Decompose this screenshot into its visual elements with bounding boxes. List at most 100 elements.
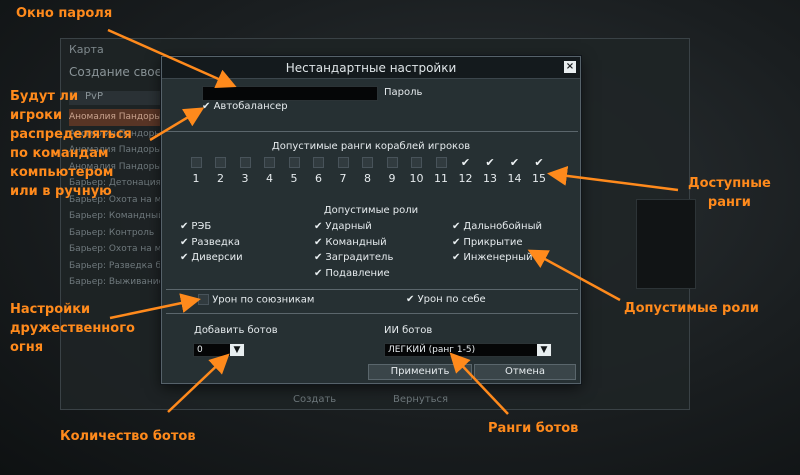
- divider: [166, 131, 578, 132]
- role-checkbox[interactable]: ✔РЭБ: [180, 221, 211, 232]
- rank-number: 9: [388, 172, 396, 185]
- cancel-button[interactable]: Отмена: [474, 364, 576, 380]
- check-icon: ✔: [406, 294, 415, 305]
- role-checkbox[interactable]: ✔Командный: [314, 237, 387, 248]
- arrow-ranks: [547, 165, 679, 192]
- rank-1[interactable]: 1: [188, 157, 204, 185]
- rank-12[interactable]: ✔12: [458, 157, 474, 185]
- checkbox-empty-icon: [337, 157, 349, 168]
- check-icon: ✔: [180, 252, 189, 263]
- role-checkbox[interactable]: ✔Заградитель: [314, 252, 393, 263]
- checkbox-empty-icon: [386, 157, 398, 168]
- list-item[interactable]: Барьер: Охота на маяк: [69, 194, 169, 205]
- role-checkbox[interactable]: ✔Подавление: [314, 268, 390, 279]
- autobalance-label: Автобаланcер: [213, 101, 288, 112]
- map-list: Аномалия Пандоры Аномалия Пандоры Аномал…: [69, 109, 169, 291]
- role-checkbox[interactable]: ✔Разведка: [180, 237, 240, 248]
- rank-10[interactable]: 10: [409, 157, 425, 185]
- roles-title: Допустимые роли: [323, 205, 419, 216]
- map-preview: [636, 199, 696, 289]
- list-item[interactable]: Аномалия Пандоры: [69, 161, 162, 172]
- check-icon: ✔: [452, 236, 461, 248]
- rank-number: 5: [290, 172, 298, 185]
- arrow-password: [107, 28, 237, 89]
- annotation-password: Окно пароля: [16, 6, 113, 21]
- rank-number: 11: [434, 172, 448, 185]
- rank-8[interactable]: 8: [360, 157, 376, 185]
- rank-number: 3: [241, 172, 249, 185]
- check-icon: ✔: [314, 267, 323, 279]
- rank-2[interactable]: 2: [213, 157, 229, 185]
- check-icon: ✔: [202, 101, 211, 112]
- apply-button[interactable]: Применить: [368, 364, 472, 380]
- return-button[interactable]: Вернуться: [393, 394, 449, 405]
- role-label: Диверсии: [191, 252, 243, 263]
- background-title: Карта: [69, 43, 104, 56]
- pvp-tab[interactable]: PvP: [69, 91, 169, 105]
- rank-7[interactable]: 7: [335, 157, 351, 185]
- rank-number: 8: [364, 172, 371, 185]
- checkbox-empty-icon: [239, 157, 251, 168]
- arrow-autobalance: [149, 107, 205, 142]
- rank-3[interactable]: 3: [237, 157, 253, 185]
- list-item[interactable]: Барьер: Детонация: [69, 178, 161, 188]
- rank-5[interactable]: 5: [286, 157, 302, 185]
- check-icon: ✔: [534, 156, 544, 169]
- rank-number: 4: [266, 172, 273, 185]
- role-checkbox[interactable]: ✔Инженерный: [452, 252, 533, 263]
- rank-15[interactable]: ✔15: [531, 157, 547, 185]
- rank-11[interactable]: 11: [433, 157, 449, 185]
- role-label: Подавление: [325, 267, 390, 279]
- annotation-bot-count: Количество ботов: [60, 429, 196, 444]
- list-item[interactable]: Барьер: Выживание: [69, 277, 165, 287]
- role-label: Прикрытие: [463, 236, 523, 248]
- role-checkbox[interactable]: ✔Дальнобойный: [452, 221, 542, 232]
- list-item[interactable]: Барьер: Разведка боем: [69, 260, 169, 271]
- role-label: РЭБ: [191, 221, 212, 232]
- password-input[interactable]: [202, 86, 378, 101]
- chevron-down-icon[interactable]: ▼: [230, 344, 244, 356]
- ai-bots-value: ЛЕГКИЙ (ранг 1-5): [388, 345, 476, 355]
- bot-count-select[interactable]: 0 ▼: [193, 343, 245, 357]
- create-button[interactable]: Создать: [293, 394, 337, 405]
- close-icon[interactable]: ×: [564, 61, 576, 73]
- check-icon: ✔: [452, 252, 461, 263]
- list-item[interactable]: Аномалия Пандоры: [69, 109, 169, 126]
- rank-13[interactable]: ✔13: [482, 157, 498, 185]
- self-damage-label: Урон по себе: [417, 294, 486, 305]
- annotation-roles: Допустимые роли: [624, 301, 759, 316]
- checkbox-empty-icon: [215, 157, 226, 168]
- arrow-friendly-fire: [109, 293, 201, 320]
- rank-9[interactable]: 9: [384, 157, 400, 185]
- rank-14[interactable]: ✔14: [507, 157, 523, 185]
- list-item[interactable]: Барьер: Командный бой: [69, 211, 169, 221]
- custom-settings-dialog: Нестандартные настройки × Пароль ✔ Автоб…: [161, 56, 581, 384]
- add-bots-label: Добавить ботов: [194, 325, 278, 336]
- role-checkbox[interactable]: ✔Прикрытие: [452, 237, 523, 248]
- list-item[interactable]: Аномалия Пандоры: [69, 128, 162, 139]
- list-item[interactable]: Барьер: Контроль: [69, 227, 155, 238]
- role-checkbox[interactable]: ✔Ударный: [314, 221, 372, 232]
- list-item[interactable]: Аномалия Пандоры: [69, 145, 162, 155]
- chevron-down-icon[interactable]: ▼: [537, 344, 551, 356]
- rank-4[interactable]: 4: [262, 157, 278, 185]
- checkbox-empty-icon: [411, 157, 422, 168]
- checkbox-empty-icon: [313, 157, 324, 168]
- rank-6[interactable]: 6: [311, 157, 327, 185]
- divider: [166, 289, 578, 290]
- annotation-friendly-fire: Настройки дружественного огня: [10, 302, 135, 355]
- rank-number: 10: [409, 172, 424, 185]
- role-label: Ударный: [325, 221, 372, 232]
- role-label: Заградитель: [325, 252, 394, 263]
- list-item[interactable]: Барьер: Охота на маяк: [69, 244, 169, 254]
- friendly-fire-label: Урон по союзникам: [212, 294, 315, 306]
- rank-number: 14: [507, 172, 522, 185]
- annotation-bot-ranks: Ранги ботов: [488, 421, 579, 436]
- self-damage-checkbox[interactable]: ✔ Урон по себе: [406, 294, 486, 305]
- autobalance-checkbox[interactable]: ✔ Автобаланcер: [202, 101, 288, 113]
- rank-number: 13: [483, 172, 497, 185]
- arrow-roles: [527, 249, 621, 302]
- role-checkbox[interactable]: ✔Диверсии: [180, 252, 243, 263]
- arrow-bot-ranks: [449, 352, 509, 415]
